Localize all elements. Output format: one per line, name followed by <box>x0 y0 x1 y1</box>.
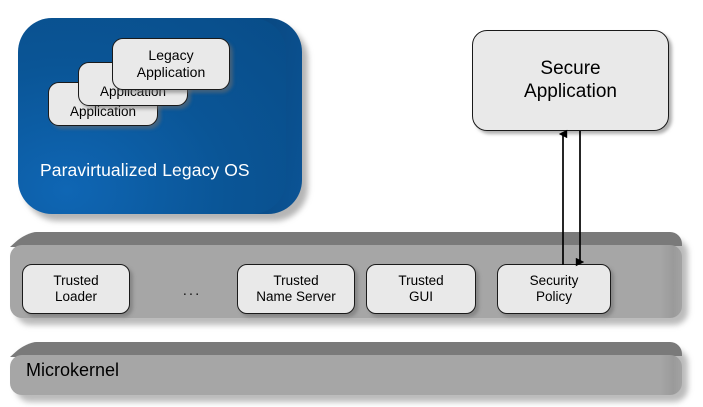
legacy-application-1-line2: Application <box>69 104 137 119</box>
trusted-name-server-box[interactable]: Trusted Name Server <box>237 264 355 314</box>
services-ellipsis: ... <box>182 282 202 299</box>
trusted-name-server-line1: Trusted <box>273 273 319 289</box>
trusted-services-bar-top-bevel <box>28 232 682 246</box>
trusted-loader-line2: Loader <box>54 289 98 304</box>
trusted-loader-line1: Trusted <box>53 273 99 289</box>
security-policy-line2: Policy <box>535 289 572 304</box>
microkernel-bar-right-cap <box>660 355 682 395</box>
trusted-name-server-line2: Name Server <box>256 289 336 304</box>
microkernel-bar-top-bevel <box>28 342 682 356</box>
security-policy-box[interactable]: Security Policy <box>497 264 611 314</box>
legacy-application-3-line1: Legacy <box>148 47 194 64</box>
legacy-os-label: Paravirtualized Legacy OS <box>40 160 250 180</box>
trusted-gui-line1: Trusted <box>398 273 444 289</box>
trusted-gui-line2: GUI <box>408 289 433 304</box>
security-policy-line1: Security <box>529 273 579 289</box>
legacy-application-box-3[interactable]: Legacy Application <box>112 38 230 90</box>
secure-application-line2: Application <box>524 80 617 102</box>
secure-application-line1: Secure <box>540 58 601 80</box>
legacy-application-3-line2: Application <box>136 64 206 80</box>
microkernel-label: Microkernel <box>26 360 120 380</box>
microkernel-bar <box>10 342 688 402</box>
secure-application-box[interactable]: Secure Application <box>472 30 669 131</box>
trusted-loader-box[interactable]: Trusted Loader <box>22 264 130 314</box>
trusted-gui-box[interactable]: Trusted GUI <box>366 264 476 314</box>
microkernel-bar-body <box>10 355 682 395</box>
trusted-services-bar-right-cap <box>660 245 682 318</box>
